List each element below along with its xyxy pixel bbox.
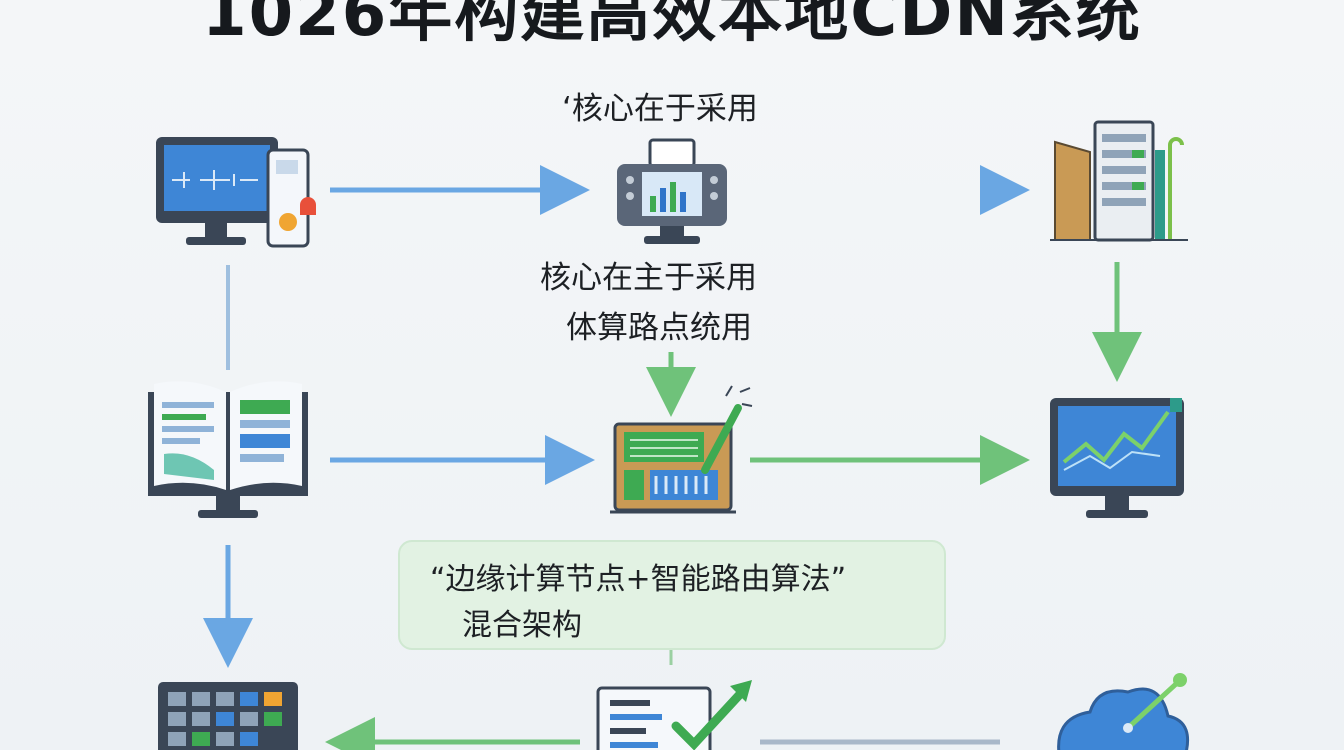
keyboard-grid-icon <box>158 682 298 750</box>
page-title: 1026年构建高效本地CDN系统 <box>202 0 1142 51</box>
document-check-icon <box>596 680 752 750</box>
middle-label-line2: 体算路点统用 <box>566 310 752 346</box>
server-rack-icon <box>1050 120 1188 242</box>
open-book-icon <box>148 381 308 518</box>
circuit-board-icon <box>610 385 753 514</box>
top-label: ‘核心在于采用 <box>562 91 758 127</box>
cloud-icon <box>1057 673 1189 750</box>
center-monitor-chart-icon <box>617 138 727 244</box>
architecture-callout: “边缘计算节点+智能路由算法” 混合架构 <box>398 540 946 650</box>
callout-line1: “边缘计算节点+智能路由算法” <box>430 562 847 597</box>
monitor-with-phone-icon <box>156 137 316 248</box>
monitor-trend-icon <box>1050 398 1184 518</box>
callout-line2: 混合架构 <box>462 608 582 643</box>
middle-label-line1: 核心在主于采用 <box>540 260 757 296</box>
